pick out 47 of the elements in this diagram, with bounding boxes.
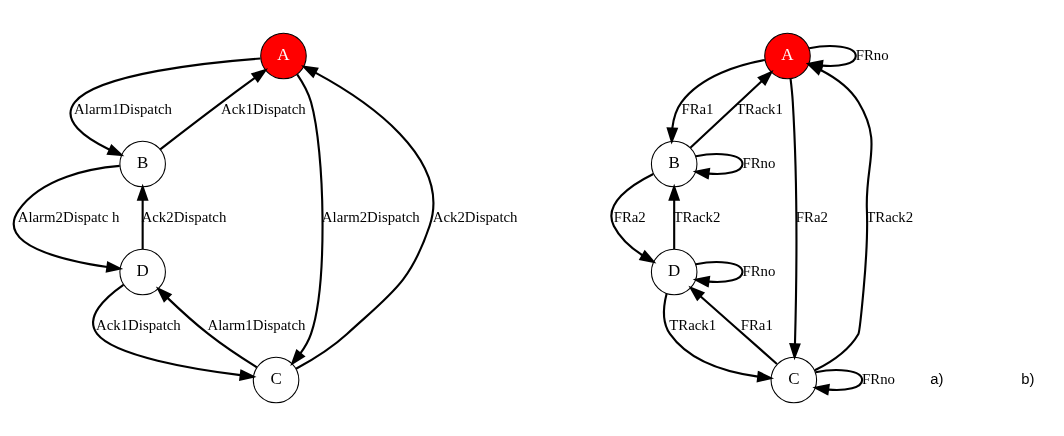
edge-label: Alarm2Dispatc h — [17, 208, 120, 225]
edge-label: FRa1 — [681, 100, 714, 117]
arrow — [689, 70, 774, 149]
arrow — [812, 369, 864, 396]
arrow — [290, 73, 324, 366]
arrow — [662, 293, 775, 383]
edge-label: FRno — [862, 370, 896, 387]
arrow — [789, 78, 801, 361]
node-circle: B — [650, 140, 698, 188]
edge-label: FRno — [855, 46, 889, 63]
edge-label: FRno — [742, 262, 776, 279]
edge-label: TRack1 — [669, 316, 717, 333]
arrow — [92, 283, 257, 381]
edge-label: Alarm2Dispatch — [321, 208, 420, 225]
node-circle: C — [252, 356, 300, 404]
arrow — [295, 65, 435, 370]
arrow — [692, 153, 744, 180]
edge-label: FRa1 — [740, 316, 773, 333]
arrow — [666, 58, 766, 145]
edge-label: TRack1 — [735, 100, 783, 117]
node-circle: C — [770, 356, 818, 404]
arrow — [805, 63, 873, 372]
edge-label: FRa2 — [613, 208, 646, 225]
edge-label: Ack2Dispatch — [432, 208, 518, 225]
edge-label: TRack2 — [866, 208, 914, 225]
label: a) — [930, 370, 944, 387]
arrow — [69, 57, 261, 157]
edge-label: FRa2 — [795, 208, 828, 225]
node-circle: D — [119, 248, 166, 296]
arrow — [692, 261, 744, 288]
edge-label: Alarm1Dispatch — [74, 100, 173, 117]
arrow — [610, 173, 657, 264]
edge-label: Alarm1Dispatch — [207, 316, 306, 333]
arrow — [688, 285, 778, 365]
label: b) — [1021, 370, 1035, 387]
node-circle: D — [650, 248, 698, 296]
edge-label: Ack1Dispatch — [96, 316, 181, 333]
arrow — [668, 183, 681, 250]
node-circle: A — [764, 32, 811, 80]
node-circle: B — [119, 140, 166, 188]
arrow — [159, 68, 268, 151]
arrow — [136, 183, 149, 250]
edge-label: FRno — [742, 154, 776, 171]
arrow — [155, 286, 258, 369]
arrow — [12, 164, 124, 273]
edge-label: Ack1Dispatch — [220, 100, 306, 117]
node-circle: A — [260, 32, 307, 80]
